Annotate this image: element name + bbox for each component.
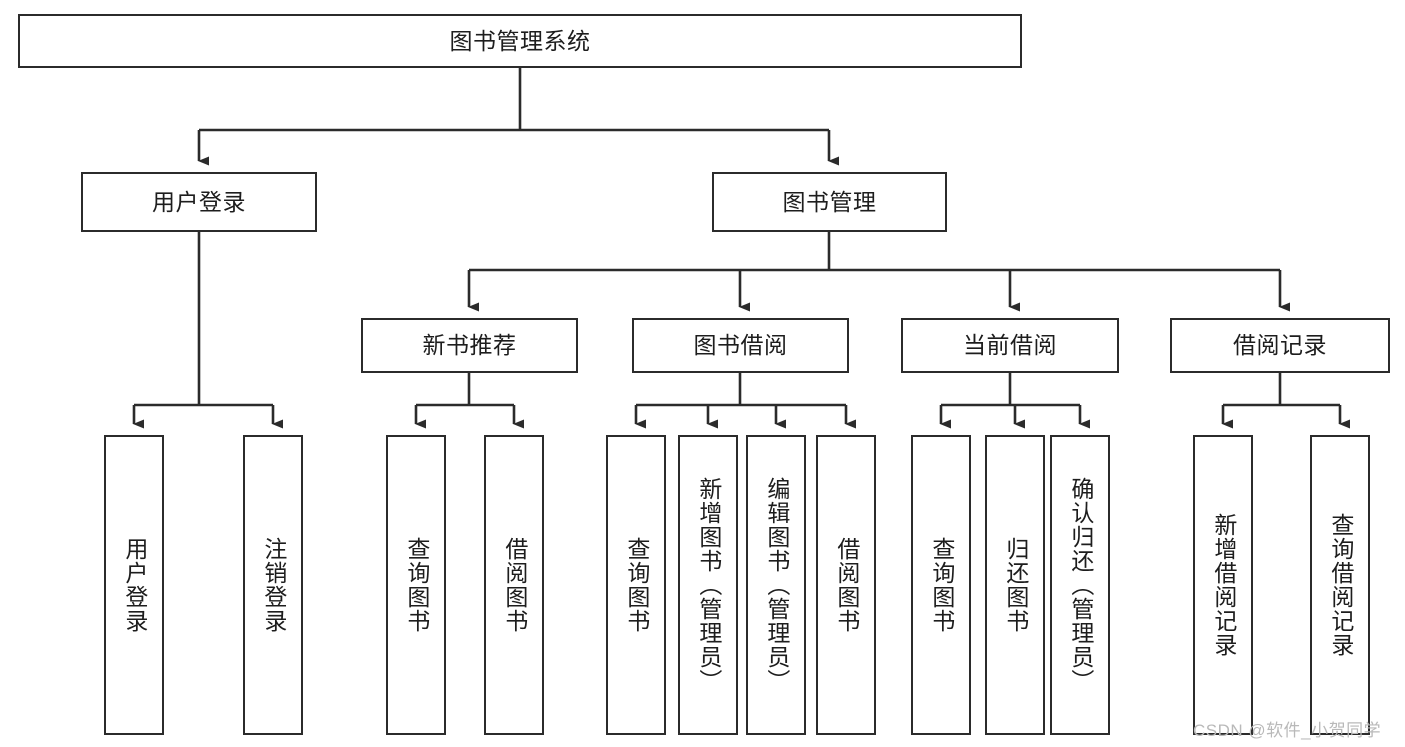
node-borrow-record[interactable]: 借阅记录	[1170, 318, 1390, 373]
node-label: 查询图书	[403, 537, 430, 633]
node-leaf-query-book-borrow[interactable]: 查询图书	[606, 435, 666, 735]
node-leaf-add-borrow-record[interactable]: 新增借阅记录	[1193, 435, 1253, 735]
node-label: 用户登录	[152, 188, 246, 215]
node-root[interactable]: 图书管理系统	[18, 14, 1022, 68]
node-label: 查询图书	[623, 537, 650, 633]
node-label: 查询借阅记录	[1327, 513, 1354, 657]
node-leaf-user-login[interactable]: 用户登录	[104, 435, 164, 735]
node-leaf-add-book-admin[interactable]: 新增图书（管理员）	[678, 435, 738, 735]
node-label: 用户登录	[121, 537, 148, 633]
node-label: 归还图书	[1002, 537, 1029, 633]
node-label: 新增图书（管理员）	[695, 477, 722, 693]
node-label: 编辑图书（管理员）	[763, 477, 790, 693]
node-leaf-edit-book-admin[interactable]: 编辑图书（管理员）	[746, 435, 806, 735]
node-leaf-query-book-recommend[interactable]: 查询图书	[386, 435, 446, 735]
node-leaf-borrow-book-recommend[interactable]: 借阅图书	[484, 435, 544, 735]
node-label: 图书借阅	[693, 332, 788, 359]
node-leaf-logout-login[interactable]: 注销登录	[243, 435, 303, 735]
node-label: 借阅记录	[1233, 332, 1327, 359]
node-new-book-recommend[interactable]: 新书推荐	[361, 318, 578, 373]
node-label: 注销登录	[260, 537, 287, 633]
node-book-borrow[interactable]: 图书借阅	[632, 318, 849, 373]
node-label: 当前借阅	[963, 332, 1057, 359]
node-label: 借阅图书	[501, 537, 528, 633]
node-leaf-borrow-book[interactable]: 借阅图书	[816, 435, 876, 735]
node-label: 确认归还（管理员）	[1067, 477, 1094, 693]
node-current-borrow[interactable]: 当前借阅	[901, 318, 1119, 373]
node-leaf-query-book-current[interactable]: 查询图书	[911, 435, 971, 735]
node-leaf-return-book[interactable]: 归还图书	[985, 435, 1045, 735]
node-label: 查询图书	[928, 537, 955, 633]
node-label: 图书管理系统	[449, 27, 591, 54]
node-user-login[interactable]: 用户登录	[81, 172, 317, 232]
csdn-watermark: CSDN @软件_小贺同学	[1193, 721, 1382, 740]
node-leaf-confirm-return-admin[interactable]: 确认归还（管理员）	[1050, 435, 1110, 735]
node-label: 图书管理	[782, 188, 877, 215]
node-label: 借阅图书	[833, 537, 860, 633]
node-leaf-query-borrow-record[interactable]: 查询借阅记录	[1310, 435, 1370, 735]
node-label: 新增借阅记录	[1210, 513, 1237, 657]
node-label: 新书推荐	[422, 332, 517, 359]
node-book-management[interactable]: 图书管理	[712, 172, 947, 232]
